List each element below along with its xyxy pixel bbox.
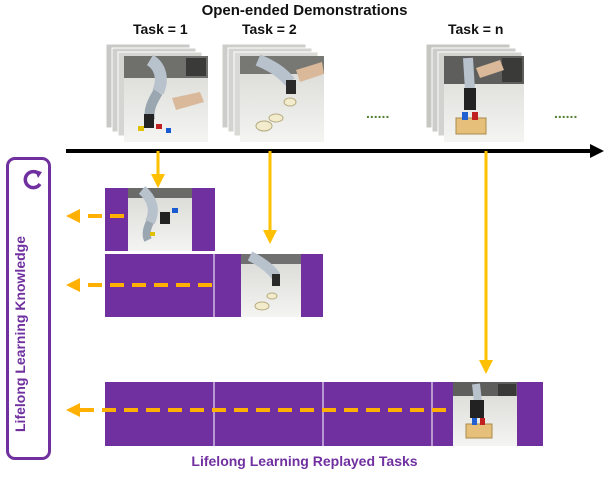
task-n-photo (444, 56, 524, 142)
ellipsis-middle: ...... (366, 105, 389, 121)
replay-2-photo (241, 251, 301, 317)
task-1-photo-stack (105, 43, 208, 142)
replay-bar-task-n (105, 382, 543, 446)
diagram-title: Open-ended Demonstrations (201, 2, 408, 19)
replay-1-photo (128, 186, 192, 251)
ellipsis-right: ...... (554, 105, 577, 121)
dashed-arrow-row-2 (66, 278, 212, 292)
task-2-photo-stack (221, 43, 324, 142)
side-label: Lifelong Learning Knowledge (12, 236, 28, 432)
down-arrow-task-n (479, 151, 493, 374)
dashed-arrow-row-n (66, 403, 446, 417)
dashed-arrow-row-1 (66, 209, 124, 223)
task-1-label: Task = 1 (133, 21, 188, 37)
down-arrow-task-2 (263, 151, 277, 244)
bottom-caption: Lifelong Learning Replayed Tasks (191, 453, 418, 469)
down-arrow-task-1 (151, 151, 165, 188)
refresh-cycle-icon (23, 169, 42, 190)
timeline-arrow (66, 144, 604, 158)
lifelong-knowledge-box (6, 157, 51, 460)
task-2-label: Task = 2 (242, 21, 297, 37)
replay-bar-task-1 (105, 186, 215, 251)
task-1-photo (124, 54, 208, 142)
task-n-photo-stack (425, 43, 524, 142)
task-n-label: Task = n (448, 21, 504, 37)
task-2-photo (240, 54, 324, 142)
replay-n-photo (453, 382, 517, 446)
